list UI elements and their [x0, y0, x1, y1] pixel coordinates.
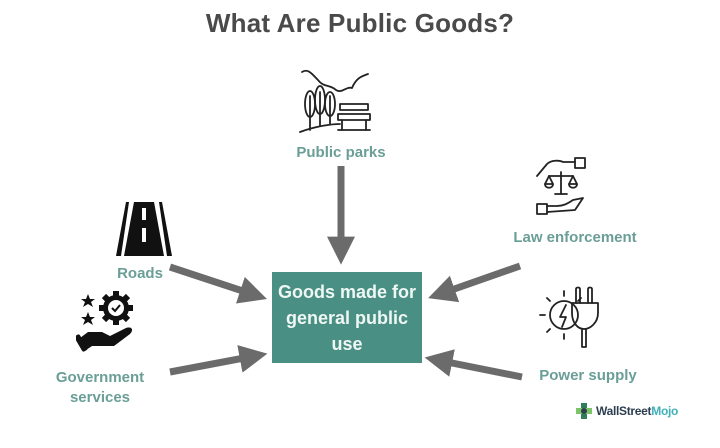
label-public-parks: Public parks [296, 144, 386, 161]
label-roads: Roads [117, 265, 163, 282]
plug-lightning-icon [539, 286, 599, 348]
label-law-enforcement: Law enforcement [513, 229, 637, 246]
center-text: Goods made for general public use [277, 281, 416, 354]
wallstreetmojo-logo: WallStreetMojo [576, 403, 678, 419]
hand-gear-stars-icon [76, 291, 133, 352]
arrow-power [424, 349, 523, 381]
hands-scales-icon [536, 157, 586, 215]
logo-text-mojo: Mojo [651, 404, 679, 418]
logo-text-wallstreet: WallStreet [596, 404, 652, 418]
arrow-government [169, 345, 268, 376]
road-icon [116, 202, 172, 256]
center-box: Goods made for general public use [272, 272, 422, 363]
logo-icon [576, 403, 592, 419]
label-government-services: Government services [55, 369, 145, 406]
page-title: What Are Public Goods? [205, 8, 515, 38]
park-bench-trees-icon [299, 69, 371, 133]
label-power-supply: Power supply [539, 367, 637, 384]
arrow-law [428, 262, 522, 303]
arrow-roads [168, 263, 267, 304]
